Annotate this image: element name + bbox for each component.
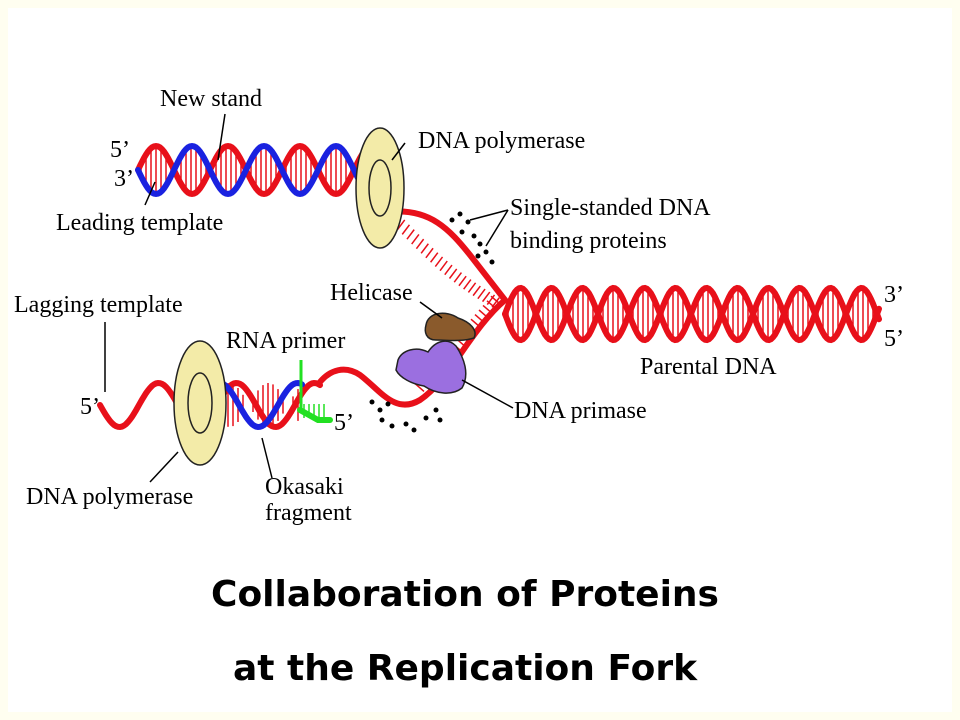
exposed-base-tick [430, 252, 439, 263]
exposed-base-tick [470, 318, 481, 328]
parental-dna-label: Parental DNA [640, 354, 777, 380]
okazaki-label-line2: fragment [265, 500, 352, 526]
exposed-base-tick [490, 295, 501, 305]
dna-polymerase-top-label: DNA polymerase [418, 128, 585, 154]
ssb-protein-dots [369, 211, 495, 433]
exposed-base-tick [458, 275, 467, 287]
exposed-base-tick [486, 300, 497, 310]
exposed-base-tick [481, 291, 491, 303]
exposed-base-tick [453, 272, 463, 283]
dna-polymerase-top-clamp [355, 127, 405, 249]
three-prime-right-label: 3’ [884, 282, 904, 308]
helicase-shape [424, 312, 476, 342]
five-prime-top-label: 5’ [110, 137, 130, 163]
exposed-base-tick [444, 264, 453, 276]
helicase-label: Helicase [330, 280, 413, 306]
leading-base-pairs [140, 146, 387, 194]
ssb-label-line1: Single-standed DNA [510, 195, 711, 221]
exposed-base-tick [420, 243, 429, 254]
rna-primer-label: RNA primer [226, 328, 345, 354]
leading-template-label: Leading template [56, 210, 223, 236]
exposed-base-tick [463, 279, 472, 290]
exposed-base-tick [474, 314, 485, 323]
exposed-base-tick [406, 229, 415, 240]
lagging-template-single-strand [317, 297, 508, 408]
exposed-base-tick [434, 256, 444, 267]
okazaki-label-line1: Okasaki [265, 474, 344, 500]
title-line-1: Collaboration of Proteins [211, 574, 719, 615]
rna-primer-strand [297, 407, 333, 423]
pointer-lines [104, 113, 514, 483]
five-prime-lagging-label: 5’ [80, 394, 100, 420]
exposed-base-tick [448, 268, 458, 279]
title-line-2: at the Replication Fork [233, 648, 698, 689]
dna-primase-shape [395, 340, 467, 394]
parental-dna-helix [502, 284, 882, 344]
dna-primase-label: DNA primase [514, 398, 647, 424]
five-prime-right-label: 5’ [884, 326, 904, 352]
leading-template-single-strand [387, 208, 508, 303]
exposed-base-tick [472, 285, 481, 297]
new-strand-label: New stand [160, 86, 262, 112]
three-prime-top-label: 3’ [114, 166, 134, 192]
exposed-base-tick [425, 247, 434, 259]
exposed-base-tick [467, 282, 477, 293]
leading-template-strand [135, 142, 395, 198]
exposed-base-tick [482, 304, 493, 314]
exposed-base-tick [415, 238, 425, 250]
dna-polymerase-bottom-clamp [173, 340, 227, 466]
exposed-base-tick [477, 288, 486, 300]
exposed-base-tick [401, 224, 411, 235]
leading-new-strand [135, 142, 389, 198]
rna-primer-bases [303, 404, 325, 418]
ssb-label-line2: binding proteins [510, 228, 667, 254]
slide-background [8, 8, 952, 712]
lagging-template-label: Lagging template [14, 292, 183, 318]
five-prime-primer-label: 5’ [334, 410, 354, 436]
exposed-base-tick [439, 260, 448, 272]
exposed-base-tick [478, 309, 489, 319]
exposed-base-tick [411, 233, 420, 245]
parental-strand-b [502, 284, 882, 344]
dna-polymerase-bottom-label: DNA polymerase [26, 484, 193, 510]
